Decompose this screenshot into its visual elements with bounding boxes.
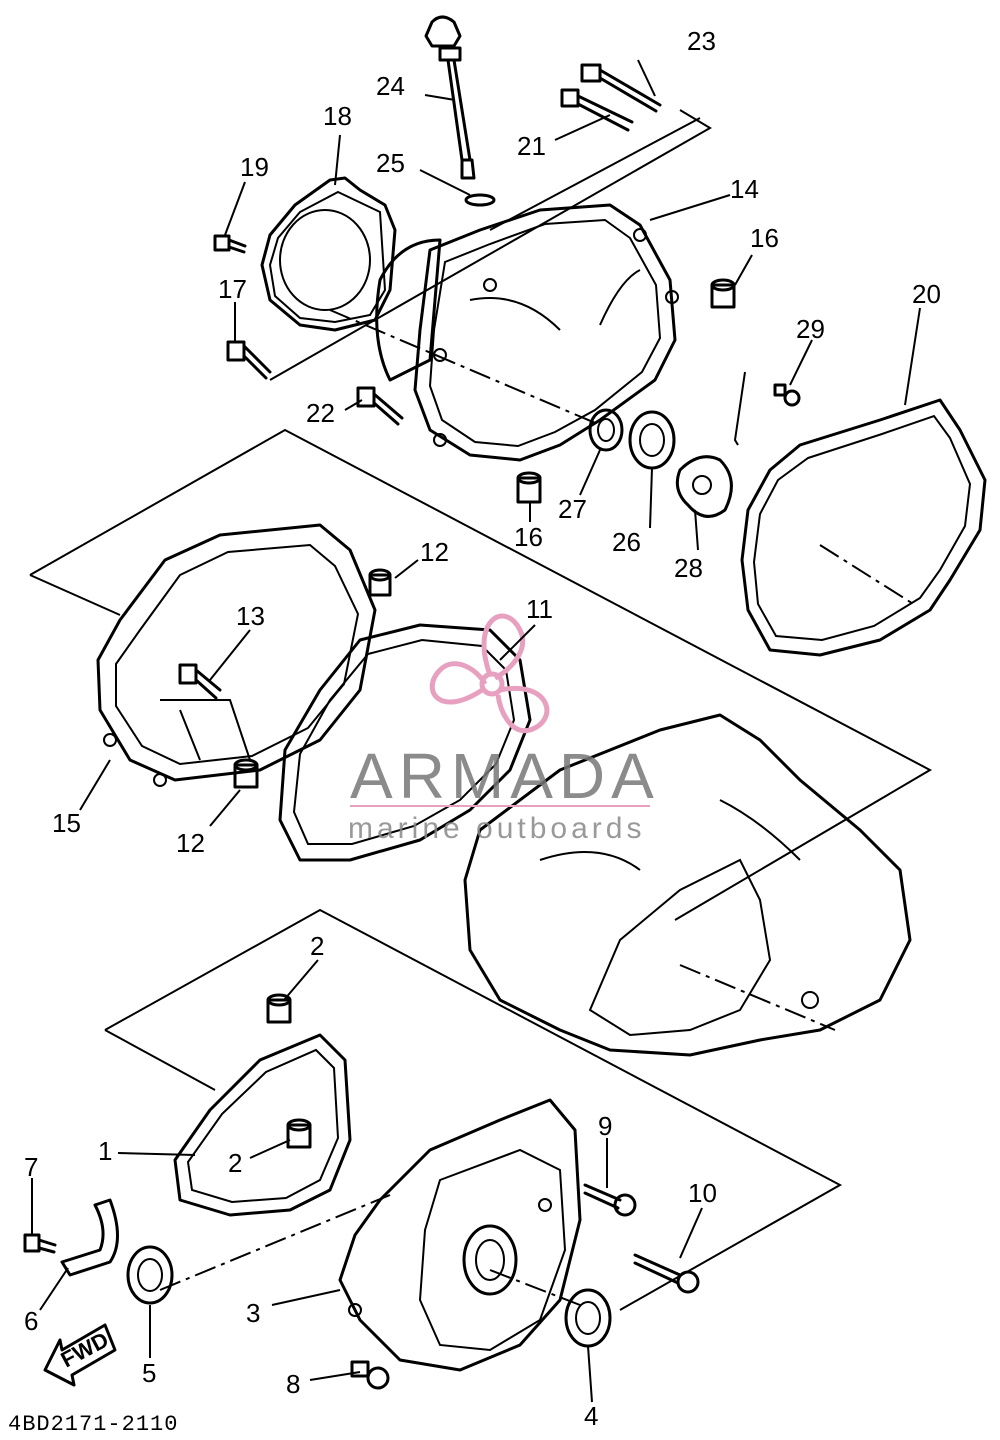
callout-27: 27 bbox=[558, 494, 587, 524]
bolt-23 bbox=[580, 63, 662, 113]
callout-14: 14 bbox=[730, 174, 759, 204]
axis-line-c bbox=[679, 964, 836, 1031]
callout-8: 8 bbox=[286, 1369, 300, 1399]
axis-line-b bbox=[819, 544, 916, 606]
callout-22: 22 bbox=[306, 398, 335, 428]
bolt-7 bbox=[23, 1233, 57, 1254]
dowel-pin-2b bbox=[286, 1118, 312, 1149]
lower-frame bbox=[104, 908, 843, 1311]
oil-dipstick-24 bbox=[424, 15, 496, 207]
generator-cover-14 bbox=[375, 203, 679, 462]
callout-13: 13 bbox=[236, 601, 265, 631]
diagram-code: 4BD2171-2110 bbox=[8, 1412, 178, 1437]
bolt-21 bbox=[560, 88, 634, 132]
cover-plate-18 bbox=[260, 176, 397, 332]
gasket-1 bbox=[173, 1033, 352, 1217]
callout-2-top: 2 bbox=[310, 931, 324, 961]
gasket-20 bbox=[740, 398, 987, 657]
callout-1: 1 bbox=[98, 1136, 112, 1166]
bearing-26 bbox=[628, 410, 676, 470]
callout-numbers: 23 24 21 18 25 19 14 16 17 20 29 22 27 1… bbox=[24, 26, 941, 1431]
dowel-pin-16a bbox=[710, 278, 736, 309]
dowel-pin-12b bbox=[233, 758, 259, 789]
callout-18: 18 bbox=[323, 101, 352, 131]
dowel-pin-16b bbox=[516, 471, 542, 504]
callout-25: 25 bbox=[376, 148, 405, 178]
retainer-plate-28 bbox=[675, 455, 733, 518]
dowel-pin-12a bbox=[368, 568, 392, 597]
bolt-17 bbox=[226, 340, 272, 380]
bolt-10 bbox=[633, 1253, 700, 1294]
assembly-frames bbox=[29, 109, 933, 1311]
callout-15: 15 bbox=[52, 808, 81, 838]
bolt-29 bbox=[773, 383, 801, 407]
crankcase bbox=[463, 713, 912, 1057]
callout-11: 11 bbox=[526, 594, 553, 624]
callout-26: 26 bbox=[612, 527, 641, 557]
callout-21: 21 bbox=[517, 131, 546, 161]
callout-3: 3 bbox=[246, 1298, 260, 1328]
callout-10: 10 bbox=[688, 1178, 717, 1208]
callout-24: 24 bbox=[376, 71, 405, 101]
callout-6: 6 bbox=[24, 1306, 38, 1336]
callout-2-bottom: 2 bbox=[228, 1148, 242, 1178]
axis-line-e bbox=[489, 1269, 581, 1306]
callout-23: 23 bbox=[687, 26, 716, 56]
bolt-9 bbox=[583, 1183, 637, 1217]
callout-16-top: 16 bbox=[750, 223, 779, 253]
callout-16-bottom: 16 bbox=[514, 522, 543, 552]
bolt-13 bbox=[178, 663, 222, 700]
armada-watermark: ARMADA marine outboards bbox=[348, 613, 660, 845]
callout-7: 7 bbox=[24, 1152, 38, 1182]
upper-frame-left bbox=[29, 574, 121, 616]
forward-direction-arrow: FWD bbox=[43, 1323, 117, 1387]
axis-line-d bbox=[159, 1194, 391, 1291]
tie-line-29 bbox=[733, 371, 746, 446]
dowel-pin-2a bbox=[266, 993, 292, 1024]
lower-frame-left bbox=[104, 1029, 216, 1091]
oil-seal-5 bbox=[126, 1245, 174, 1305]
axis-line-a bbox=[329, 309, 601, 426]
callout-12-top: 12 bbox=[420, 537, 449, 567]
callout-5: 5 bbox=[142, 1358, 156, 1388]
propeller-logo-icon bbox=[429, 613, 550, 734]
bolt-22 bbox=[356, 386, 404, 426]
upper-frame bbox=[29, 428, 933, 921]
callout-29: 29 bbox=[796, 314, 825, 344]
plate-6 bbox=[60, 1198, 119, 1277]
leader-lines bbox=[31, 59, 921, 1403]
top-frame bbox=[269, 109, 712, 381]
callout-12-bottom: 12 bbox=[176, 828, 205, 858]
bolt-8 bbox=[350, 1360, 390, 1390]
watermark-tagline: marine outboards bbox=[348, 812, 645, 845]
callout-28: 28 bbox=[674, 553, 703, 583]
callout-4: 4 bbox=[584, 1401, 598, 1431]
bolt-19 bbox=[213, 234, 247, 254]
callout-20: 20 bbox=[912, 279, 941, 309]
callout-17: 17 bbox=[218, 274, 247, 304]
fwd-label: FWD bbox=[57, 1327, 113, 1373]
crankcase-cover-3 bbox=[338, 1098, 582, 1372]
oil-seal-27 bbox=[588, 408, 624, 452]
callout-19: 19 bbox=[240, 152, 269, 182]
callout-9: 9 bbox=[598, 1111, 612, 1141]
top-frame-b bbox=[489, 117, 701, 231]
watermark-brand: ARMADA bbox=[350, 740, 660, 812]
crankcase-cover-15 bbox=[96, 523, 377, 787]
oil-seal-4 bbox=[564, 1288, 612, 1348]
